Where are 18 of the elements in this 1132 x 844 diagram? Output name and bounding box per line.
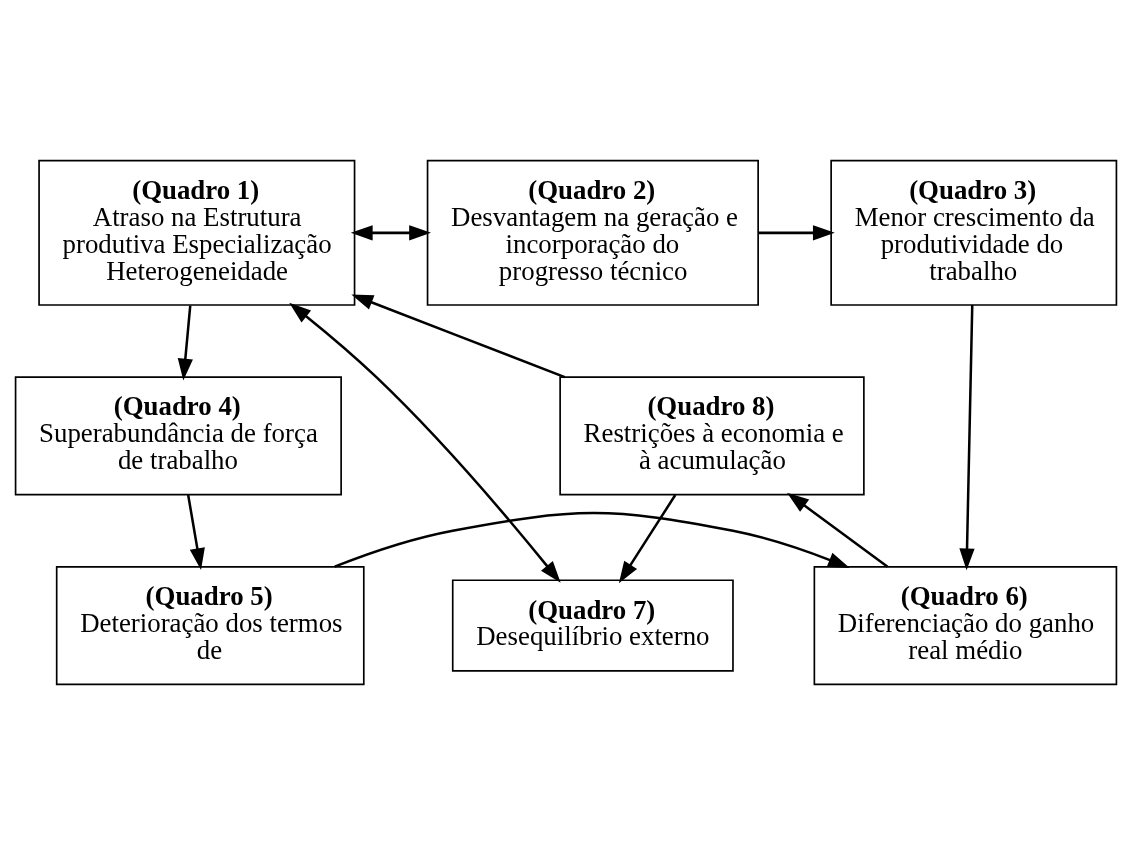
node-box: (Quadro 1) Atraso na Estrutura produtiva Especialização Heterogeneidade <box>38 159 356 306</box>
arrow <box>334 511 850 568</box>
arrow <box>758 224 835 241</box>
arrow <box>787 492 889 568</box>
arrow <box>959 304 975 570</box>
arrow <box>618 493 677 583</box>
node-box: (Quadro 2) Desvantagem na geração e incorporação do progresso técnico <box>426 159 759 306</box>
node-box: (Quadro 5) Deterioração dos termos de <box>55 565 365 685</box>
arrow <box>350 224 431 241</box>
node-box: (Quadro 7) Desequilíbrio externo <box>451 578 734 672</box>
node-box: (Quadro 3) Menor crescimento da produtividade do trabalho <box>830 159 1118 306</box>
node-box: (Quadro 8) Restrições à economia e à acumulação <box>559 375 865 495</box>
arrow <box>177 304 193 380</box>
arrow <box>289 302 561 583</box>
arrow <box>351 293 566 378</box>
node-box: (Quadro 4) Superabundância de força de trabalho <box>14 375 342 495</box>
arrow <box>186 494 205 570</box>
node-box: (Quadro 6) Diferenciação do ganho real médio <box>813 565 1118 685</box>
